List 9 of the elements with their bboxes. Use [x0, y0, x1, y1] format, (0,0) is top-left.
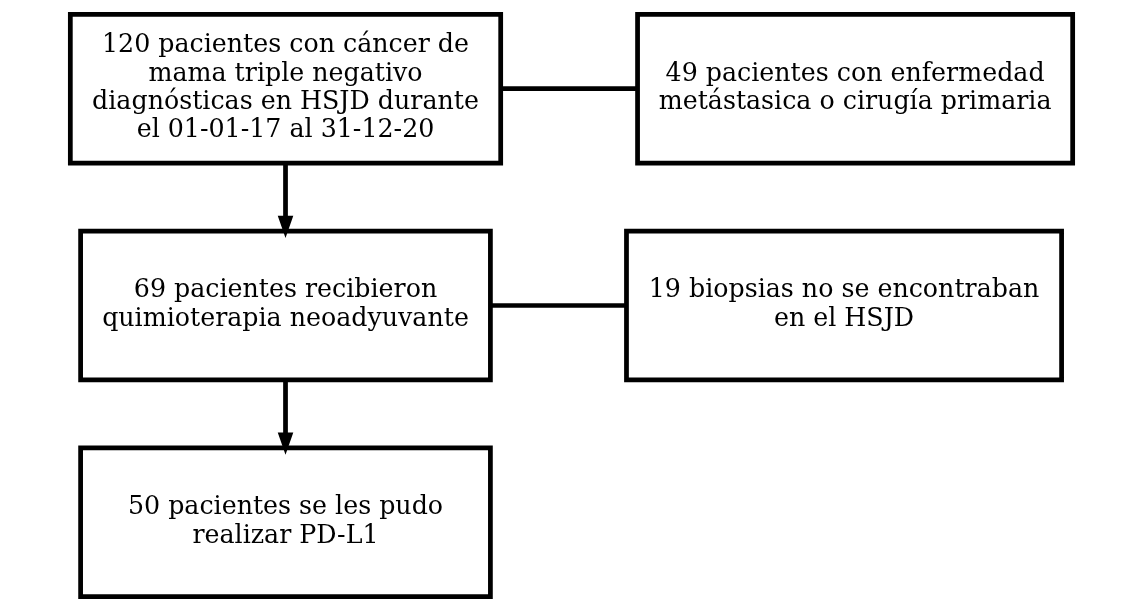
- arrow: [277, 380, 293, 455]
- node-box: 49 pacientes con enfermedad metástasica o cirugía primaria: [634, 12, 1075, 166]
- node-box: 19 biopsias no se encontraban en el HSJD: [623, 228, 1064, 383]
- node-box: 69 pacientes recibieron quimioterapia neoadyuvante: [77, 228, 493, 383]
- arrow: [277, 163, 293, 238]
- connector: [490, 303, 626, 308]
- node-box: 120 pacientes con cáncer de mama triple negativo diagnósticas en HSJD durante el 01-01-17 al 31-12-20: [67, 12, 503, 166]
- node-box: 50 pacientes se les pudo realizar PD-L1: [77, 445, 493, 599]
- connector: [500, 86, 637, 92]
